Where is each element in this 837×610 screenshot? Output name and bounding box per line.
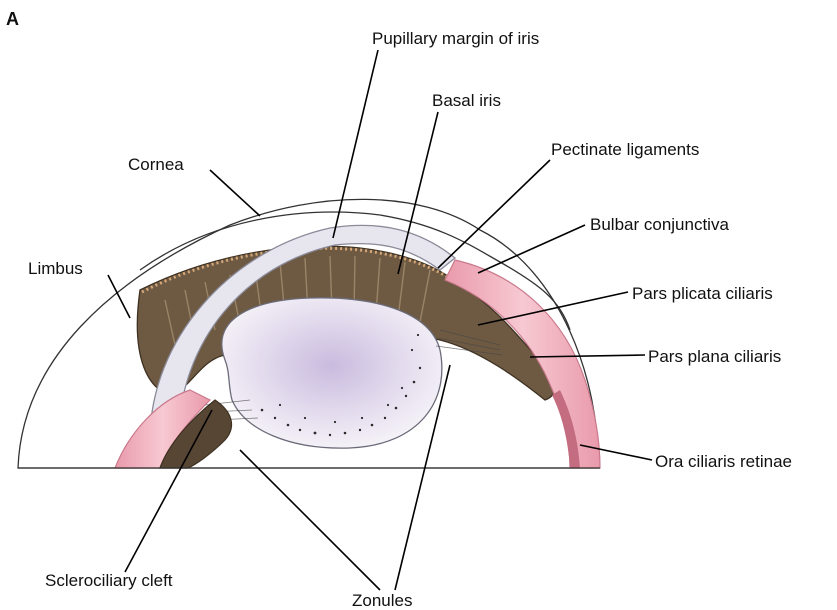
label-cornea: Cornea — [128, 155, 184, 174]
label-ora-ciliaris: Ora ciliaris retinae — [655, 452, 792, 471]
lens — [222, 298, 442, 448]
label-pars-plana: Pars plana ciliaris — [648, 347, 781, 366]
label-pupillary-margin: Pupillary margin of iris — [372, 29, 539, 48]
label-bulbar-conjunctiva: Bulbar conjunctiva — [590, 215, 729, 234]
label-pectinate-ligaments: Pectinate ligaments — [551, 140, 699, 159]
panel-letter: A — [6, 9, 19, 29]
label-basal-iris: Basal iris — [432, 91, 501, 110]
label-zonules: Zonules — [352, 591, 412, 610]
label-pars-plicata: Pars plicata ciliaris — [632, 284, 773, 303]
label-limbus: Limbus — [28, 259, 83, 278]
label-sclerociliary-cleft: Sclerociliary cleft — [45, 571, 173, 590]
